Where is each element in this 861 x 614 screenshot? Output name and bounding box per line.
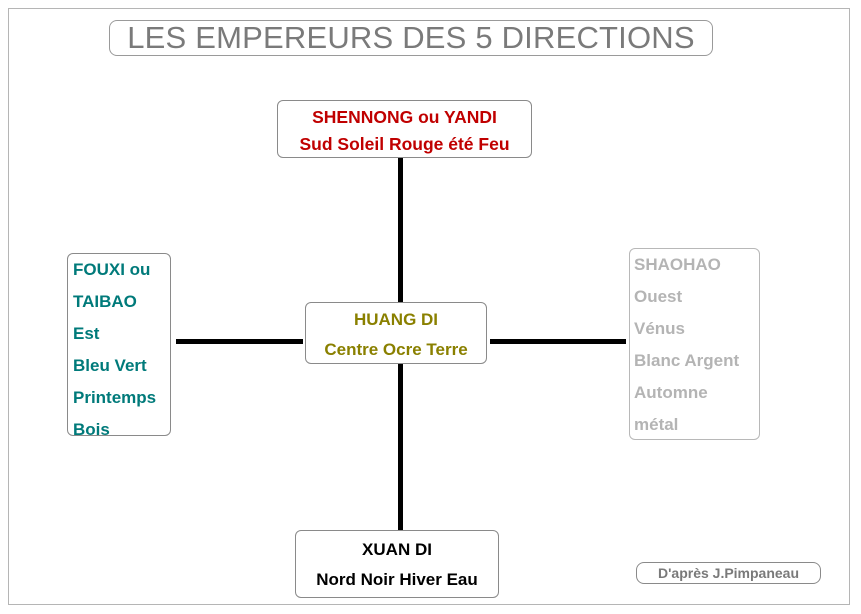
node-west-shaohao: SHAOHAO Ouest Vénus Blanc Argent Automne… [629, 248, 760, 440]
connector-west [490, 339, 626, 344]
node-west-line: Automne [634, 383, 708, 402]
node-west-line: Blanc Argent [634, 351, 740, 370]
source-credit: D'après J.Pimpaneau [636, 562, 821, 584]
node-center-attributes: Centre Ocre Terre [324, 340, 468, 359]
node-west-line: Ouest [634, 287, 683, 306]
node-east-line: Printemps [73, 388, 157, 407]
node-south-xuandi: XUAN DI Nord Noir Hiver Eau [295, 530, 499, 598]
node-north-shennong: SHENNONG ou YANDI Sud Soleil Rouge été F… [277, 100, 532, 158]
connector-south [398, 364, 403, 530]
node-south-name: XUAN DI [362, 540, 432, 559]
node-north-name: SHENNONG ou YANDI [312, 107, 497, 127]
connector-east [176, 339, 303, 344]
diagram-frame [8, 8, 850, 605]
node-west-line: métal [634, 415, 679, 434]
node-south-attributes: Nord Noir Hiver Eau [316, 570, 478, 589]
node-west-line: Vénus [634, 319, 686, 338]
node-east-line: Bleu Vert [73, 356, 147, 375]
connector-north [398, 158, 403, 302]
node-north-attributes: Sud Soleil Rouge été Feu [299, 134, 510, 154]
node-east-line: TAIBAO [73, 292, 137, 311]
node-east-line: Bois [73, 420, 110, 439]
node-east-fouxi: FOUXI ou TAIBAO Est Bleu Vert Printemps … [67, 253, 171, 439]
node-center-huangdi: HUANG DI Centre Ocre Terre [305, 302, 487, 364]
node-east-line: Est [73, 324, 100, 343]
diagram-title: LES EMPEREURS DES 5 DIRECTIONS [109, 20, 713, 56]
node-east-line: FOUXI ou [73, 260, 151, 279]
node-center-name: HUANG DI [353, 310, 439, 329]
node-west-line: SHAOHAO [634, 255, 721, 274]
